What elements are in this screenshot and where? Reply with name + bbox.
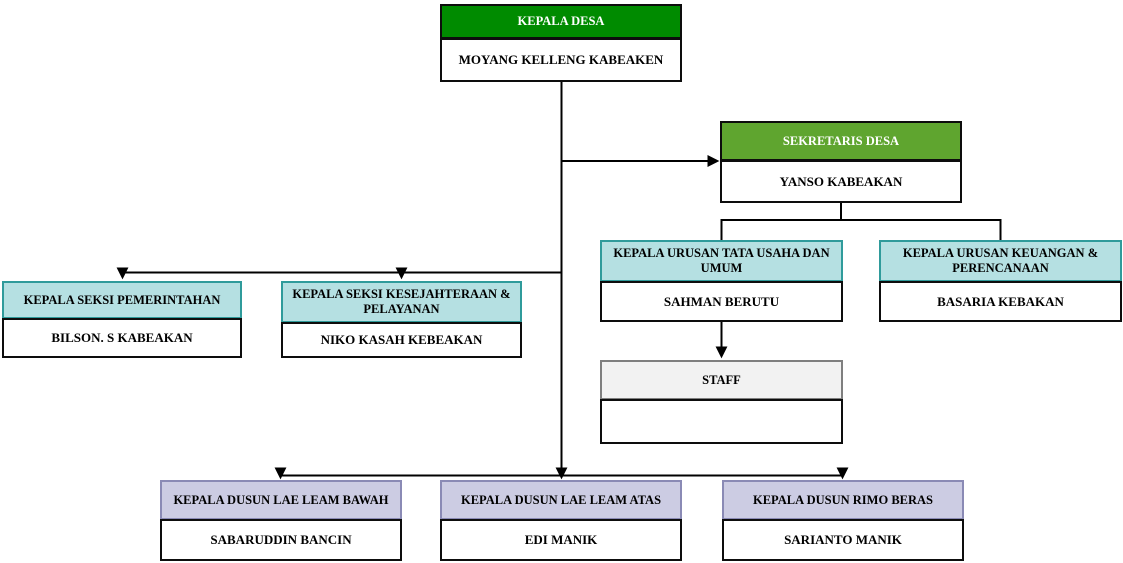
node-title-kaur-tata-usaha: KEPALA URUSAN TATA USAHA DAN UMUM bbox=[600, 240, 843, 282]
edge-sekretaris-to-kaur bbox=[720, 219, 1002, 240]
node-person-dusun-lae-leam-bawah: SABARUDDIN BANCIN bbox=[160, 519, 402, 561]
node-title-sekretaris-desa: SEKRETARIS DESA bbox=[720, 121, 962, 161]
node-person-dusun-rimo-beras: SARIANTO MANIK bbox=[722, 519, 964, 561]
node-title-dusun-lae-leam-atas: KEPALA DUSUN LAE LEAM ATAS bbox=[440, 480, 682, 520]
node-title-seksi-pemerintahan: KEPALA SEKSI PEMERINTAHAN bbox=[2, 281, 242, 319]
node-person-kepala-desa: MOYANG KELLENG KABEAKEN bbox=[440, 38, 682, 82]
org-node-seksi-pemerintahan: KEPALA SEKSI PEMERINTAHAN BILSON. S KABE… bbox=[2, 281, 242, 358]
node-title-staff: STAFF bbox=[600, 360, 843, 400]
org-node-seksi-kesejahteraan: KEPALA SEKSI KESEJAHTERAAN & PELAYANAN N… bbox=[281, 281, 522, 358]
node-person-kaur-tata-usaha: SAHMAN BERUTU bbox=[600, 281, 843, 322]
org-node-kaur-tata-usaha: KEPALA URUSAN TATA USAHA DAN UMUM SAHMAN… bbox=[600, 240, 843, 322]
node-person-seksi-pemerintahan: BILSON. S KABEAKAN bbox=[2, 318, 242, 358]
node-person-seksi-kesejahteraan: NIKO KASAH KEBEAKAN bbox=[281, 322, 522, 358]
node-person-dusun-lae-leam-atas: EDI MANIK bbox=[440, 519, 682, 561]
node-title-kepala-desa: KEPALA DESA bbox=[440, 4, 682, 39]
org-node-dusun-lae-leam-atas: KEPALA DUSUN LAE LEAM ATAS EDI MANIK bbox=[440, 480, 682, 561]
org-node-kepala-desa: KEPALA DESA MOYANG KELLENG KABEAKEN bbox=[440, 4, 682, 82]
org-node-dusun-rimo-beras: KEPALA DUSUN RIMO BERAS SARIANTO MANIK bbox=[722, 480, 964, 561]
org-node-kaur-keuangan: KEPALA URUSAN KEUANGAN & PERENCANAAN BAS… bbox=[879, 240, 1122, 322]
org-node-sekretaris-desa: SEKRETARIS DESA YANSO KABEAKAN bbox=[720, 121, 962, 203]
node-title-kaur-keuangan: KEPALA URUSAN KEUANGAN & PERENCANAAN bbox=[879, 240, 1122, 282]
node-title-dusun-lae-leam-bawah: KEPALA DUSUN LAE LEAM BAWAH bbox=[160, 480, 402, 520]
node-title-dusun-rimo-beras: KEPALA DUSUN RIMO BERAS bbox=[722, 480, 964, 520]
org-node-dusun-lae-leam-bawah: KEPALA DUSUN LAE LEAM BAWAH SABARUDDIN B… bbox=[160, 480, 402, 561]
node-person-kaur-keuangan: BASARIA KEBAKAN bbox=[879, 281, 1122, 322]
node-person-staff bbox=[600, 399, 843, 444]
node-title-seksi-kesejahteraan: KEPALA SEKSI KESEJAHTERAAN & PELAYANAN bbox=[281, 281, 522, 323]
node-person-sekretaris-desa: YANSO KABEAKAN bbox=[720, 160, 962, 203]
org-node-staff: STAFF bbox=[600, 360, 843, 444]
